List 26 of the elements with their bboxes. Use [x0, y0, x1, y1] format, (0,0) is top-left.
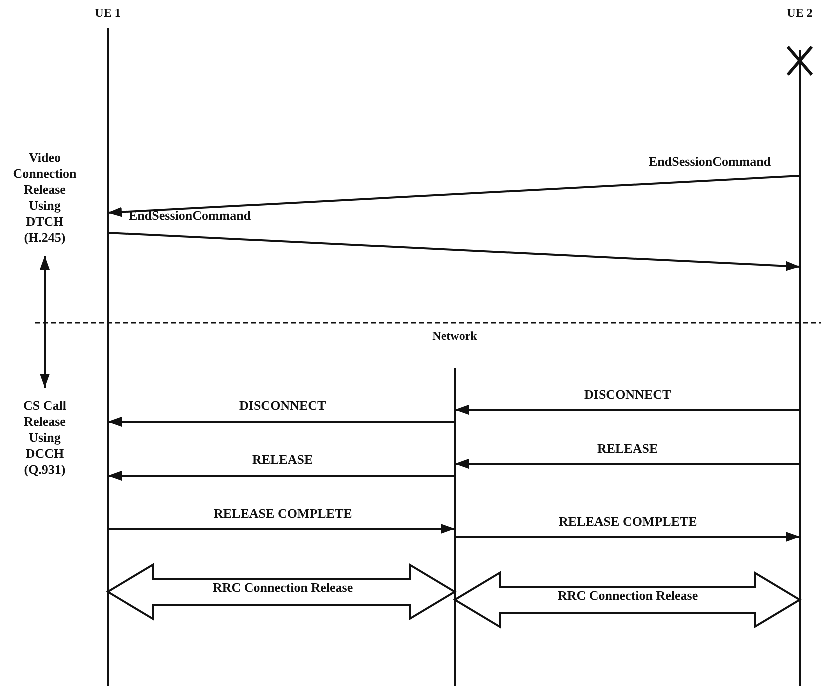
arrow	[108, 417, 455, 427]
arrow	[108, 232, 800, 272]
message-label: RELEASE COMPLETE	[214, 506, 352, 521]
message-label: RELEASE	[252, 452, 314, 467]
arrow	[108, 524, 455, 534]
message-label: DISCONNECT	[584, 387, 672, 402]
message-label: RRC Connection Release	[558, 588, 698, 603]
participant-label: UE 2	[786, 6, 814, 21]
arrow	[40, 256, 50, 388]
participant-label: Network	[432, 329, 478, 344]
message-label: DISCONNECT	[240, 398, 326, 413]
message-label: EndSessionCommand	[649, 154, 772, 169]
message-label: RELEASE COMPLETE	[559, 514, 698, 529]
block-arrow	[106, 563, 457, 621]
arrow	[108, 471, 455, 481]
message-label: EndSessionCommand	[129, 208, 252, 223]
arrow	[108, 175, 800, 218]
section-label: Video Connection Release Using DTCH (H.245)	[9, 150, 81, 246]
arrow	[455, 405, 800, 415]
participant-label: UE 1	[94, 6, 122, 21]
arrow	[455, 532, 800, 542]
message-label: RELEASE	[598, 441, 658, 456]
block-arrow	[453, 571, 802, 629]
message-label: RRC Connection Release	[213, 580, 354, 595]
arrow	[455, 459, 800, 469]
section-label: CS Call Release Using DCCH (Q.931)	[9, 398, 81, 478]
